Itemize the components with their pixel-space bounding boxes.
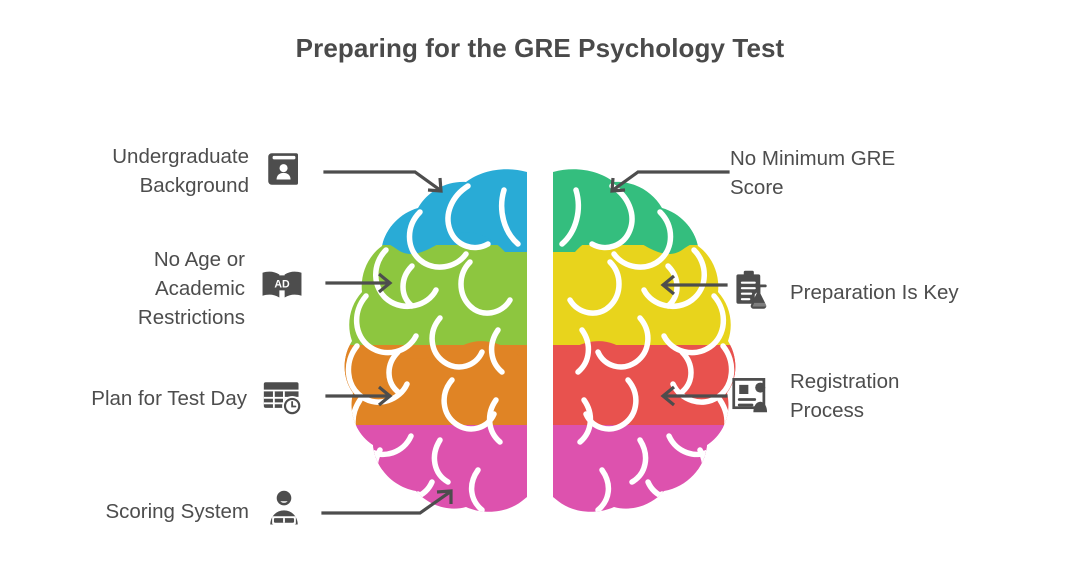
label-preparation-is-key: Preparation Is Key	[790, 280, 959, 304]
label-registration-process: Registration Process	[790, 370, 900, 423]
item-no-minimum-gre-score[interactable]: No Minimum GRE Score	[730, 144, 1030, 202]
item-no-age-restrictions[interactable]: No Age or Academic Restrictions AD	[40, 245, 305, 332]
person-presenter-icon	[263, 488, 305, 535]
label-no-age-restrictions: No Age or Academic Restrictions	[137, 248, 245, 330]
book-person-badge-icon	[263, 148, 305, 195]
label-no-minimum-gre-score: No Minimum GRE Score	[730, 147, 896, 200]
brain-zone-left-green	[344, 245, 527, 345]
item-registration-process[interactable]: Registration Process	[730, 367, 1030, 425]
item-scoring-system[interactable]: Scoring System	[40, 488, 305, 535]
page-title: Preparing for the GRE Psychology Test	[295, 33, 785, 63]
brain-central-fissure	[527, 160, 553, 520]
label-undergraduate-background: Undergraduate Background	[112, 145, 249, 198]
id-card-person-icon	[730, 373, 774, 420]
item-plan-for-test-day[interactable]: Plan for Test Day	[40, 375, 305, 422]
clipboard-flask-icon	[730, 268, 774, 317]
open-book-ad-icon: AD	[259, 265, 305, 312]
svg-text:AD: AD	[274, 278, 290, 290]
label-scoring-system: Scoring System	[105, 499, 249, 523]
brain-zone-right-yellow	[553, 245, 736, 345]
label-plan-for-test-day: Plan for Test Day	[91, 386, 247, 410]
calendar-clock-icon	[261, 375, 305, 422]
item-preparation-is-key[interactable]: Preparation Is Key	[730, 268, 1030, 317]
item-undergraduate-background[interactable]: Undergraduate Background	[40, 142, 305, 200]
